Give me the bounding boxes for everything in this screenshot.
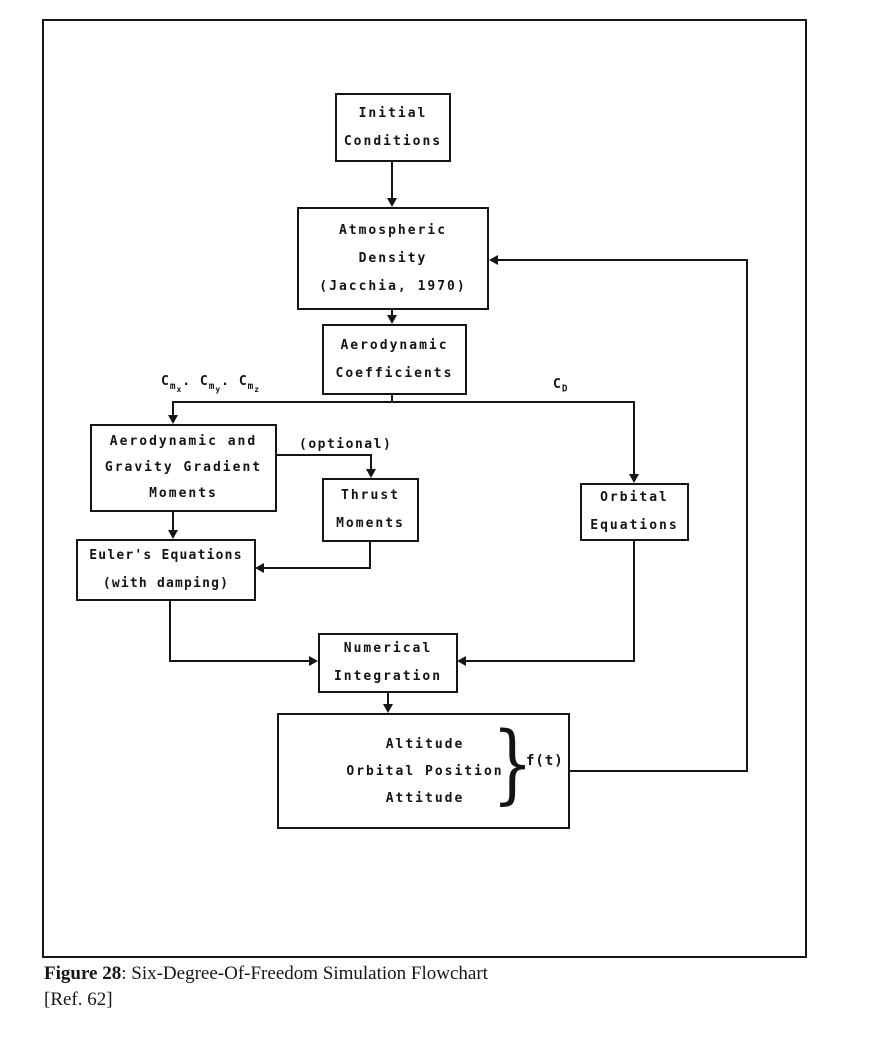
connector-feedback-horizontal-bottom — [570, 770, 748, 772]
figure-border — [42, 19, 807, 958]
node-line: Initial — [358, 105, 428, 121]
node-eulers-equations: Euler's Equations (with damping) — [76, 539, 256, 601]
node-line: Equations — [590, 518, 679, 533]
node-line: Aerodynamic — [340, 337, 449, 353]
node-line: Conditions — [343, 133, 443, 149]
node-line: Aerodynamic and — [109, 434, 258, 449]
connector-distribution-bus — [172, 401, 635, 403]
connector-euler-to-integration — [169, 660, 311, 662]
node-line: Thrust — [341, 488, 400, 503]
cm-term: Cmy — [199, 374, 222, 394]
arrowhead-into-output — [383, 704, 393, 713]
node-line: Orbital Position — [346, 763, 504, 779]
arrowhead-into-atmospheric — [387, 198, 397, 207]
node-thrust-moments: Thrust Moments — [322, 478, 419, 542]
cm-coefficients-label: Cmx. Cmy. Cmz — [161, 374, 261, 394]
arrowhead-into-coefficients — [387, 315, 397, 324]
node-line: Euler's Equations — [89, 548, 243, 563]
connector-atmospheric-to-coefficients — [391, 310, 393, 319]
caption-reference: [Ref. 62] — [44, 989, 113, 1010]
node-line: Density — [358, 250, 428, 266]
node-output-states: Altitude Orbital Position Attitude — [277, 713, 570, 829]
optional-label: (optional) — [299, 437, 393, 452]
connector-coefficients-stem — [391, 395, 393, 402]
connector-orbital-down — [633, 540, 635, 662]
connector-integration-to-output — [387, 692, 389, 706]
connector-thrust-to-euler — [263, 567, 371, 569]
connector-thrust-down — [369, 542, 371, 569]
node-initial-conditions: Initial Conditions — [335, 93, 451, 162]
node-aero-gravity-gradient-moments: Aerodynamic and Gravity Gradient Moments — [90, 424, 277, 512]
arrowhead-into-orbital-equations — [629, 474, 639, 483]
figure-caption: Figure 28: Six-Degree-Of-Freedom Simulat… — [44, 961, 804, 1013]
arrowhead-into-integration-left — [309, 656, 318, 666]
connector-cd-drop — [633, 401, 635, 476]
caption-title: : Six-Degree-Of-Freedom Simulation Flowc… — [121, 963, 488, 984]
caption-figure-number: Figure 28 — [44, 963, 122, 984]
node-orbital-equations: Orbital Equations — [580, 483, 689, 541]
node-line: Gravity Gradient — [104, 460, 263, 475]
connector-euler-down — [169, 600, 171, 662]
cm-term: Cmz — [238, 374, 261, 394]
ft-label: f(t) — [526, 753, 564, 769]
arrowhead-into-atmospheric-right — [489, 255, 498, 265]
node-line: (Jacchia, 1970) — [319, 278, 467, 294]
node-line: Orbital — [600, 490, 669, 505]
node-line: Attitude — [385, 790, 465, 806]
cm-separator: . — [182, 374, 200, 389]
node-aerodynamic-coefficients: Aerodynamic Coefficients — [322, 324, 467, 395]
node-numerical-integration: Numerical Integration — [318, 633, 458, 693]
arrowhead-into-euler-right — [255, 563, 264, 573]
node-line: Moments — [149, 486, 218, 501]
node-atmospheric-density: Atmospheric Density (Jacchia, 1970) — [297, 207, 489, 310]
arrowhead-into-euler — [168, 530, 178, 539]
connector-optional-drop — [370, 454, 372, 471]
cm-separator: . — [221, 374, 239, 389]
node-line: Numerical — [343, 641, 433, 656]
node-line: (with damping) — [102, 576, 230, 591]
node-line: Coefficients — [335, 365, 454, 381]
connector-initial-to-atmospheric — [391, 162, 393, 202]
node-line: Altitude — [385, 736, 465, 752]
connector-feedback-vertical — [746, 260, 748, 772]
connector-cm-drop — [172, 401, 174, 417]
node-line: Moments — [336, 516, 405, 531]
node-line: Atmospheric — [338, 222, 448, 238]
connector-moments-to-euler — [172, 512, 174, 532]
connector-feedback-horizontal-top — [498, 259, 748, 261]
cd-coefficient-label: CD — [553, 377, 569, 395]
connector-orbital-to-integration — [466, 660, 635, 662]
caption-line-1: Figure 28: Six-Degree-Of-Freedom Simulat… — [44, 961, 804, 987]
arrowhead-into-aero-gg-moments — [168, 415, 178, 424]
cm-term: Cmx — [161, 374, 183, 394]
arrowhead-into-integration-right — [457, 656, 466, 666]
arrowhead-into-thrust — [366, 469, 376, 478]
connector-optional-horizontal — [277, 454, 372, 456]
node-line: Integration — [333, 669, 443, 684]
output-brace: } — [492, 714, 534, 814]
